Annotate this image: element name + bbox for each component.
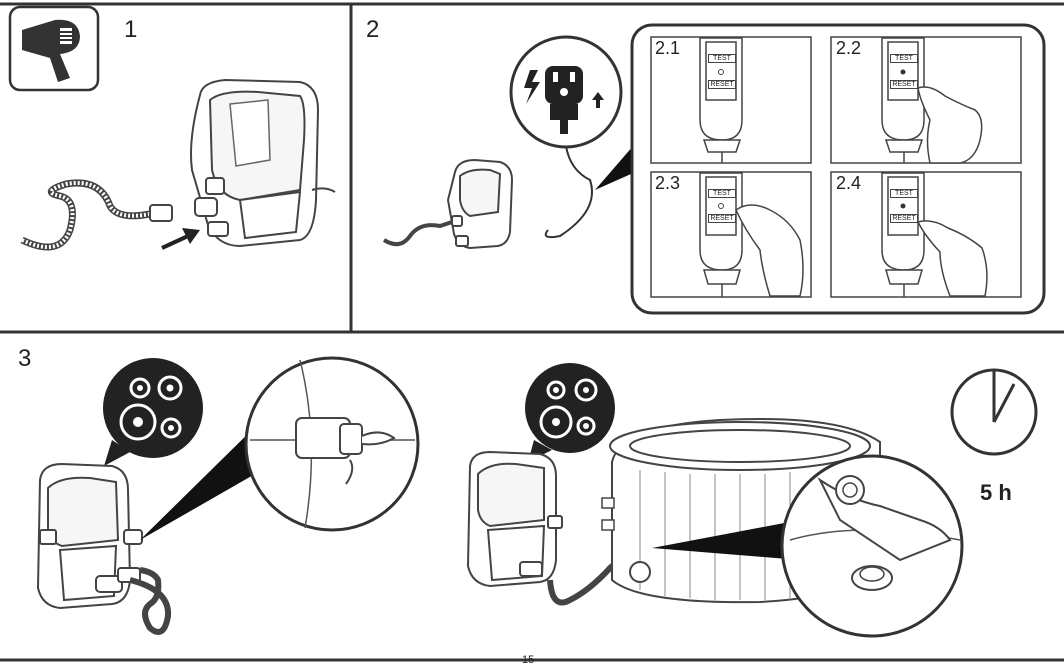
test-button-2-4: TEST <box>890 189 918 198</box>
page-number: 15 <box>522 654 535 666</box>
hair-dryer-icon <box>8 5 100 92</box>
substep-2-3-label: 2.3 <box>655 173 681 193</box>
pump-unit-3a <box>36 462 143 610</box>
arrow-icon <box>161 228 200 250</box>
ports-icon-2 <box>525 363 615 453</box>
step-2-number: 2 <box>366 16 380 43</box>
test-button-2-3: TEST <box>708 189 736 198</box>
power-plug-icon <box>509 35 623 149</box>
pump-unit-3b <box>466 450 563 588</box>
substep-2-1-label: 2.1 <box>655 38 681 58</box>
pump-unit-1 <box>190 78 336 248</box>
pump-unit-2 <box>446 158 514 250</box>
hose-1 <box>20 179 173 251</box>
duration-label: 5 h <box>980 480 1012 505</box>
step-3-number: 3 <box>18 345 32 372</box>
reset-button-2-2: RESET <box>890 80 918 89</box>
reset-button-2-4: RESET <box>890 214 918 223</box>
step-1-number: 1 <box>124 16 138 43</box>
test-button-2-2: TEST <box>890 54 918 63</box>
clock-icon <box>950 368 1038 456</box>
ports-icon <box>103 358 203 458</box>
substep-2-2-label: 2.2 <box>836 38 862 58</box>
substep-2-4-label: 2.4 <box>836 173 862 193</box>
test-button-2-1: TEST <box>708 54 736 63</box>
hand-icon <box>735 86 988 297</box>
zoom-circle-1 <box>244 356 420 532</box>
reset-button-2-1: RESET <box>708 80 736 89</box>
reset-button-2-3: RESET <box>708 214 736 223</box>
zoom-circle-2 <box>780 454 964 638</box>
